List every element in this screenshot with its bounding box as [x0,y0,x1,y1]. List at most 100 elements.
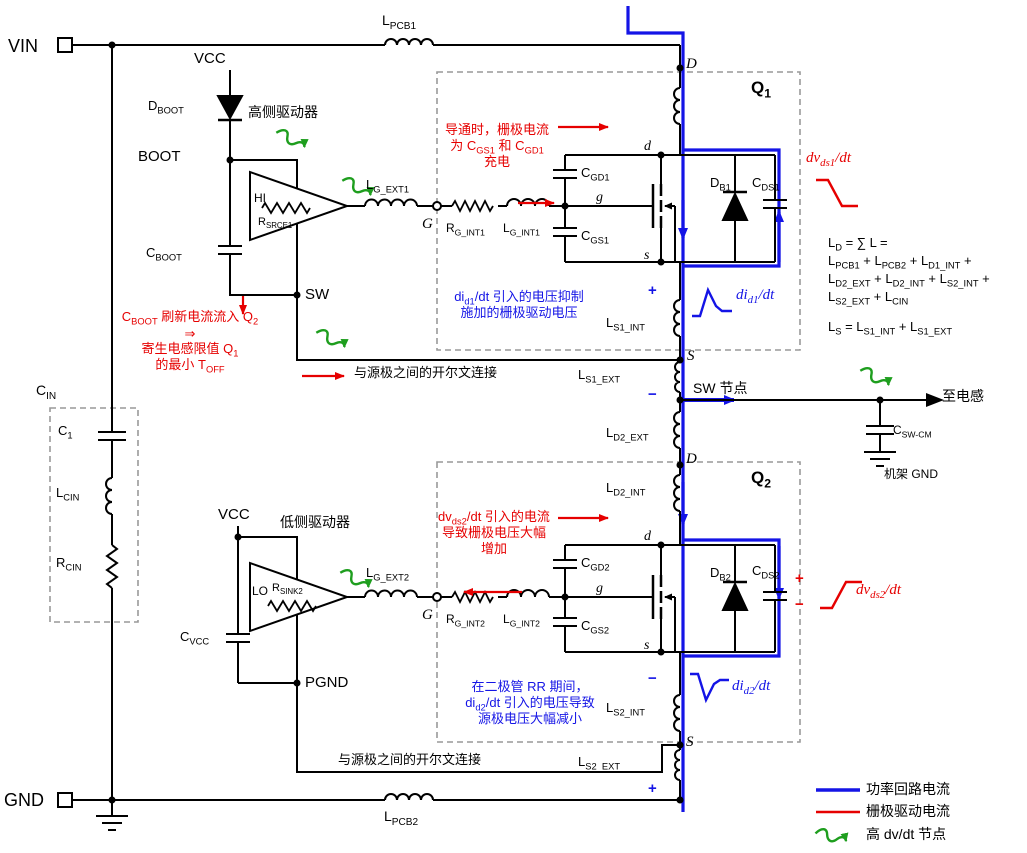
wires [72,38,926,831]
c-vcc-label: CVCC [180,629,210,647]
l-cin-label: LCIN [56,485,80,503]
vcc-top-label: VCC [194,50,226,67]
ls2-plus-sign: + [648,780,657,797]
r-srce1-label: RSRCE1 [258,216,293,231]
ld-formula-line3: LD2_EXT + LD2_INT + LS2_INT + [828,271,990,289]
to-inductor-label: 至电感 [942,388,984,404]
c-gd1-label: CGD1 [581,165,610,183]
gnd-terminal [57,792,73,808]
did2-note-line2: did2/dt 引入的电压导致 [465,695,595,713]
did1-note-line2: 施加的栅极驱动电压 [460,305,578,320]
waveform-glyphs [690,178,862,704]
ls1-minus-sign: − [648,386,657,403]
l-g-int2-label: LG_INT2 [503,612,540,629]
l-g-int2-coil [506,589,550,598]
legend-lines [816,788,860,814]
turn-on-note-line3: 充电 [483,154,511,169]
ld-formula-line2: LPCB1 + LPCB2 + LD1_INT + [828,253,972,271]
boot-refresh-note-line4: 的最小 TOFF [155,357,225,375]
diodes-terminals [57,37,944,808]
did2-waveform [690,672,729,704]
sw-node-label: SW 节点 [693,380,748,396]
gnd-label: GND [4,790,44,810]
dvdt-squiggle-sw [860,364,890,390]
l-d2-int-label: LD2_INT [606,480,646,498]
kelvin-connection-1 [296,295,680,361]
l-g-ext1-label: LG_EXT1 [366,177,410,195]
c-ds2-label: CDS2 [752,563,780,581]
q2-gate-label: g [596,581,603,596]
l-s1-int-coil [673,299,681,337]
l-d2-ext-coil [673,411,681,449]
c-ds1-cap [763,155,787,262]
legend-squiggle [815,826,847,847]
dvds2-note-line3: 增加 [480,541,508,556]
legend-power-loop-label: 功率回路电流 [866,781,950,797]
cds2-minus-sign: − [795,596,804,613]
l-s1-ext-coil [674,361,681,393]
q1-mosfet [651,155,676,262]
l-g-int1-label: LG_INT1 [503,221,540,238]
l-s2-int-coil [673,694,681,732]
q2-mosfet [651,545,676,652]
hi-label: HI [254,191,266,205]
ground-symbol [96,800,128,831]
turn-on-note-line2: 为 CGS1 和 CGD1 [450,138,544,156]
q2-label: Q2 [751,468,772,491]
turn-on-note-line1: 导通时，栅极电流 [444,122,550,137]
c-sw-cm-chassis [864,400,896,467]
junction-dots [108,41,884,804]
dvds2-note-line2: 导致栅极电压大幅 [441,525,547,540]
dvds1-waveform [816,178,858,208]
l-pcb2-coil [384,793,434,801]
pgnd-label: PGND [305,674,349,691]
g-node-circle-ls [432,592,442,602]
c-gd2-label: CGD2 [581,555,610,573]
l-d2-ext-label: LD2_EXT [606,425,649,443]
dvds2-dt-label: dvds2/dt [856,582,902,601]
vin-terminal [57,37,73,53]
l-s1-ext-label: LS1_EXT [578,367,621,385]
lo-label: LO [252,584,269,598]
dvds2-waveform [820,580,862,610]
ls1-plus-sign: + [648,282,657,299]
l-g-int1-coil [506,198,550,207]
s-mid-node-label: S [687,348,695,364]
boot-refresh-note-line2: ⇒ [184,326,196,341]
c-ds1-label: CDS1 [752,175,780,193]
did2-dt-label: did2/dt [732,678,771,697]
l-pcb1-label: LPCB1 [382,12,417,32]
low-side-driver-triangle [249,561,351,633]
c-gd1-cap [553,155,577,206]
boot-label: BOOT [138,148,181,165]
l-pcb2-label: LPCB2 [384,808,419,828]
did2-note-line3: 源极电压大幅减小 [477,711,583,726]
d-boot-diode [216,95,244,121]
legend-gate-drive-label: 栅极驱动电流 [866,803,950,819]
cin-box [49,407,139,623]
l-cin-coil [105,477,113,515]
c-gs1-cap [553,206,577,262]
boot-refresh-note-line3: 寄生电感限值 Q1 [141,341,239,359]
d-b2-diode [721,581,749,611]
l-pcb1-coil [384,38,434,46]
q1-drain-label: d [644,139,651,154]
q2-source-label: s [644,638,650,653]
kelvin-connection-2 [296,683,680,773]
l-g-ext2-label: LG_EXT2 [366,565,410,583]
d-boot-label: DBOOT [148,98,184,116]
r-g-int2-label: RG_INT2 [446,612,485,629]
q1-source-label: s [644,248,650,263]
ld-formula-line4: LS2_EXT + LCIN [828,289,909,307]
r-g-int2-zigzag [451,589,494,605]
g-node-circle-hs [432,201,442,211]
r-g-int1-label: RG_INT1 [446,221,485,238]
r-g-int1-zigzag [451,198,494,214]
l-d1-int-coil [673,87,681,125]
q1-gate-label: g [596,190,603,205]
dvdt-squiggle-boot [276,126,306,152]
l-d2-int-coil [673,474,681,512]
c1-cap [98,431,126,441]
